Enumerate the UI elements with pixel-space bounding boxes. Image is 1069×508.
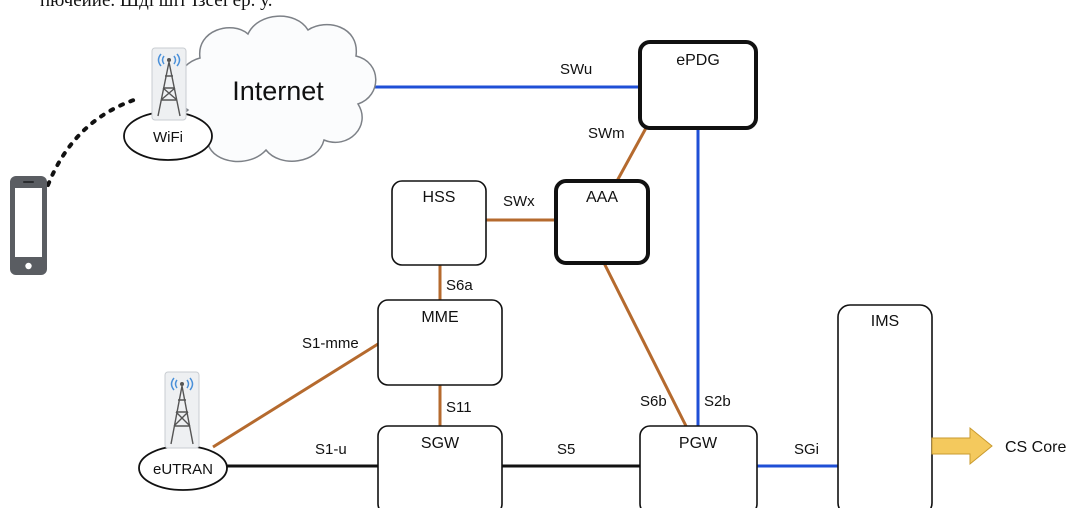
sgw-label: SGW	[421, 435, 460, 452]
pgw-node[interactable]	[639, 425, 758, 508]
wireless-dotted-link	[46, 96, 142, 187]
epdg-label: ePDG	[676, 52, 720, 69]
internet-label: Internet	[232, 76, 324, 106]
aaa-label: AAA	[586, 189, 618, 206]
interface-label-sgi: SGi	[794, 441, 819, 458]
epdg-node[interactable]	[638, 40, 758, 130]
cs-core-label: CS Core	[1005, 439, 1066, 456]
antenna-tower-icon	[164, 371, 200, 449]
antenna-tower-icon	[151, 47, 187, 121]
ims-label: IMS	[871, 313, 899, 330]
cropped-top-text: пючеиие. Шді шіт Ізсеі ер. у.	[40, 0, 272, 11]
link-s1mme	[212, 342, 379, 449]
mme-node[interactable]	[377, 299, 503, 386]
sgw-node[interactable]	[377, 425, 503, 508]
link-swm	[615, 127, 648, 182]
mme-label: MME	[421, 309, 458, 326]
smartphone-icon[interactable]	[10, 176, 47, 275]
eutran-label: eUTRAN	[153, 461, 213, 478]
interface-label-swu: SWu	[560, 61, 592, 78]
interface-label-s11: S11	[446, 399, 472, 416]
hss-label: HSS	[423, 189, 456, 206]
interface-label-s6b: S6b	[640, 393, 667, 410]
ims-node[interactable]	[837, 304, 933, 508]
link-s6b	[602, 262, 688, 427]
interface-label-s2b: S2b	[704, 393, 731, 410]
arrow-right-icon	[931, 426, 993, 466]
interface-label-s1u: S1-u	[315, 441, 347, 458]
aaa-node[interactable]	[554, 179, 650, 265]
interface-label-swx: SWx	[503, 193, 535, 210]
wifi-label: WiFi	[153, 129, 183, 146]
interface-label-s5: S5	[557, 441, 575, 458]
interface-label-s1mme: S1-mme	[302, 335, 359, 352]
interface-label-s6a: S6a	[446, 277, 473, 294]
pgw-label: PGW	[679, 435, 718, 452]
hss-node[interactable]	[391, 180, 487, 266]
interface-label-swm: SWm	[588, 125, 625, 142]
